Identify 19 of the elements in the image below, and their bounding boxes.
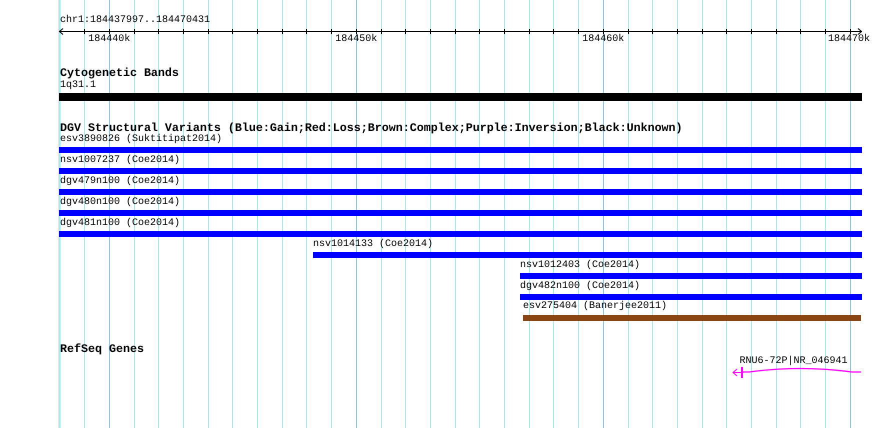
track-title: RefSeq Genes	[60, 342, 144, 356]
feature-label: esv3890826 (Suktitipat2014)	[60, 134, 222, 146]
feature-label: RNU6-72P|NR_046941	[740, 356, 848, 368]
feature-label: nsv1012403 (Coe2014)	[520, 260, 640, 272]
feature-label: dgv482n100 (Coe2014)	[520, 280, 640, 292]
feature-label: 1q31.1	[60, 80, 96, 92]
track-title: Cytogenetic Bands	[60, 67, 179, 80]
tick-label: 184470k	[828, 34, 870, 46]
tick-label: 184450k	[335, 34, 378, 46]
track-title: DGV Structural Variants (Blue:Gain;Red:Loss;Brown:Complex;Purple:Inversion;Black:Unknown)	[60, 122, 683, 135]
feature-label: esv275404 (Banerjee2011)	[523, 301, 668, 313]
coordinate-label: chr1:184437997..184470431	[60, 15, 210, 27]
tick-label: 184440k	[88, 34, 130, 46]
feature-label: dgv480n100 (Coe2014)	[60, 197, 180, 209]
feature-label: nsv1007237 (Coe2014)	[60, 155, 180, 167]
feature-label: dgv481n100 (Coe2014)	[60, 218, 180, 230]
feature-label: nsv1014133 (Coe2014)	[313, 239, 434, 251]
tick-label: 184460k	[582, 34, 624, 46]
feature-label: dgv479n100 (Coe2014)	[60, 176, 180, 188]
